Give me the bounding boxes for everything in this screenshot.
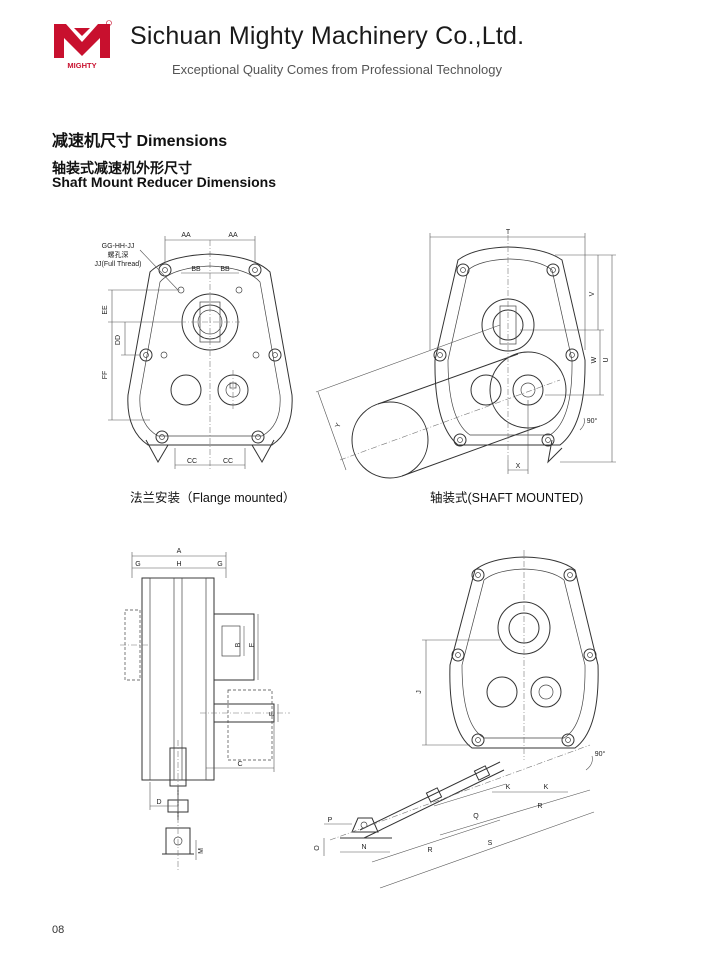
thread-label-depth: 螺孔深 bbox=[108, 250, 129, 259]
thread-label-size: GG-HH-JJ bbox=[102, 243, 135, 250]
dim-bb-right: BB bbox=[220, 266, 230, 273]
angle-90-shaft: 90° bbox=[587, 417, 598, 425]
section-title: 减速机尺寸 Dimensions bbox=[52, 133, 228, 150]
dim-g-left: G bbox=[135, 561, 140, 568]
company-tagline: Exceptional Quality Comes from Professio… bbox=[172, 62, 502, 77]
dim-cc-left: CC bbox=[187, 458, 197, 465]
dim-c: C bbox=[237, 761, 242, 768]
dim-h: H bbox=[176, 561, 181, 568]
dim-n: N bbox=[361, 844, 366, 851]
dim-bb-left: BB bbox=[191, 266, 201, 273]
dim-ee: EE bbox=[102, 305, 109, 315]
dim-dd: DD bbox=[115, 335, 122, 345]
dim-cc-right: CC bbox=[223, 458, 233, 465]
dim-d: D bbox=[156, 799, 161, 806]
dim-g-right: G bbox=[217, 561, 222, 568]
dim-k-left: K bbox=[506, 784, 511, 791]
logo-text: MIGHTY bbox=[67, 61, 96, 70]
dim-o: O bbox=[314, 845, 321, 851]
dim-r-right: R bbox=[537, 803, 542, 810]
subtitle-chinese: 轴装式减速机外形尺寸 bbox=[52, 160, 192, 176]
thread-label-full: JJ(Full Thread) bbox=[95, 261, 142, 268]
dim-j: J bbox=[416, 690, 423, 694]
dim-f: F bbox=[269, 712, 276, 716]
dim-r-left: R bbox=[427, 847, 432, 854]
angle-90-torque: 90° bbox=[595, 750, 606, 758]
dim-x: X bbox=[516, 463, 521, 470]
dim-m: M bbox=[198, 848, 205, 854]
dim-u: U bbox=[603, 357, 610, 362]
dim-s: S bbox=[488, 840, 493, 847]
dim-w: W bbox=[591, 356, 598, 363]
dim-p: P bbox=[328, 817, 333, 824]
subtitle-english: Shaft Mount Reducer Dimensions bbox=[52, 174, 277, 190]
caption-flange-mounted: 法兰安装（Flange mounted） bbox=[130, 491, 296, 505]
company-name: Sichuan Mighty Machinery Co.,Ltd. bbox=[130, 22, 525, 50]
company-logo: MIGHTY bbox=[52, 20, 112, 70]
page-number: 08 bbox=[52, 924, 65, 936]
dim-y: Y bbox=[335, 422, 343, 429]
dim-b: B bbox=[235, 642, 242, 647]
side-view-drawing: A G H G B E F C D M bbox=[120, 548, 290, 870]
dim-t: T bbox=[506, 229, 511, 236]
caption-shaft-mounted: 轴装式(SHAFT MOUNTED) bbox=[430, 491, 584, 505]
dim-aa-right: AA bbox=[228, 232, 238, 239]
dim-q: Q bbox=[473, 813, 479, 820]
dim-v: V bbox=[589, 291, 596, 296]
dim-a: A bbox=[177, 548, 182, 555]
dim-e: E bbox=[249, 642, 256, 647]
torque-arm-drawing: J K K Q R R S N P O 90° bbox=[314, 550, 606, 889]
dim-k-right: K bbox=[544, 784, 549, 791]
shaft-mounted-drawing: T V W U Y X 90° bbox=[315, 229, 616, 479]
dim-ff: FF bbox=[102, 371, 109, 380]
dim-aa-left: AA bbox=[181, 232, 191, 239]
flange-mounted-drawing: AA AA BB BB EE DD FF CC CC GG-HH-JJ 螺孔深 … bbox=[95, 232, 293, 470]
